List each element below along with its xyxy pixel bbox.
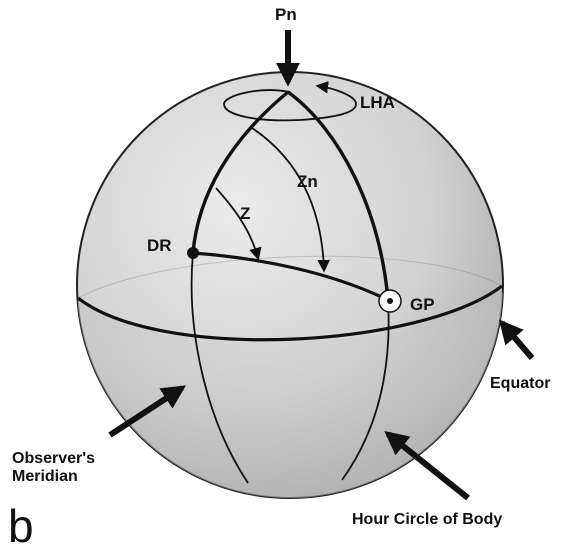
lha-arc	[223, 81, 357, 122]
dr-point	[187, 247, 199, 259]
equator-line	[77, 284, 503, 342]
label-equator: Equator	[490, 375, 551, 392]
observers-meridian-arrow	[108, 385, 187, 438]
hour-circle-upper	[286, 90, 390, 301]
lower-hemisphere-shade	[77, 292, 503, 498]
label-pn: Pn	[275, 5, 297, 24]
label-observers-meridian: Observer's Meridian	[12, 450, 95, 487]
label-zn: Zn	[297, 172, 318, 191]
equator-arrow	[498, 319, 535, 360]
label-hour-circle: Hour Circle of Body	[352, 511, 503, 528]
label-observers-meridian-line1: Observer's	[12, 450, 95, 467]
observers-meridian-upper	[191, 90, 290, 254]
equator-back	[77, 255, 503, 299]
panel-letter: b	[8, 500, 34, 552]
observers-meridian-lower	[190, 252, 249, 484]
label-gp: GP	[410, 295, 435, 314]
label-dr: DR	[147, 236, 172, 255]
zn-azimuth-arc	[251, 127, 330, 273]
gp-point-center	[387, 298, 393, 304]
label-z: Z	[240, 204, 251, 223]
label-lha: LHA	[360, 93, 395, 112]
hour-circle-lower	[341, 299, 390, 481]
label-observers-meridian-line2: Meridian	[12, 468, 78, 486]
z-angle-arc	[215, 187, 262, 261]
dr-to-gp-line	[192, 251, 389, 302]
hour-circle-arrow	[384, 431, 470, 501]
